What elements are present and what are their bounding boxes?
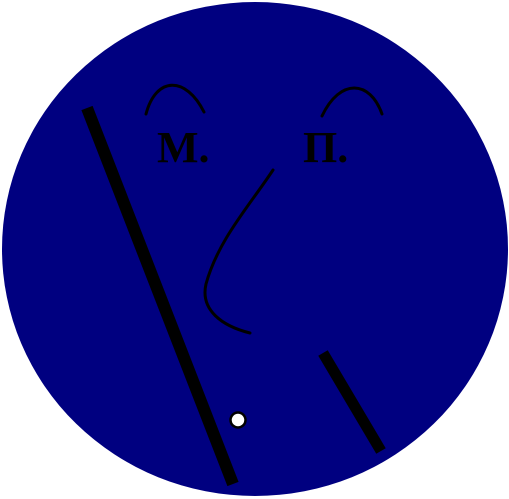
left-eye-text: М. [157, 123, 210, 172]
white-dot [231, 413, 246, 428]
right-eye-text: П. [303, 123, 348, 172]
